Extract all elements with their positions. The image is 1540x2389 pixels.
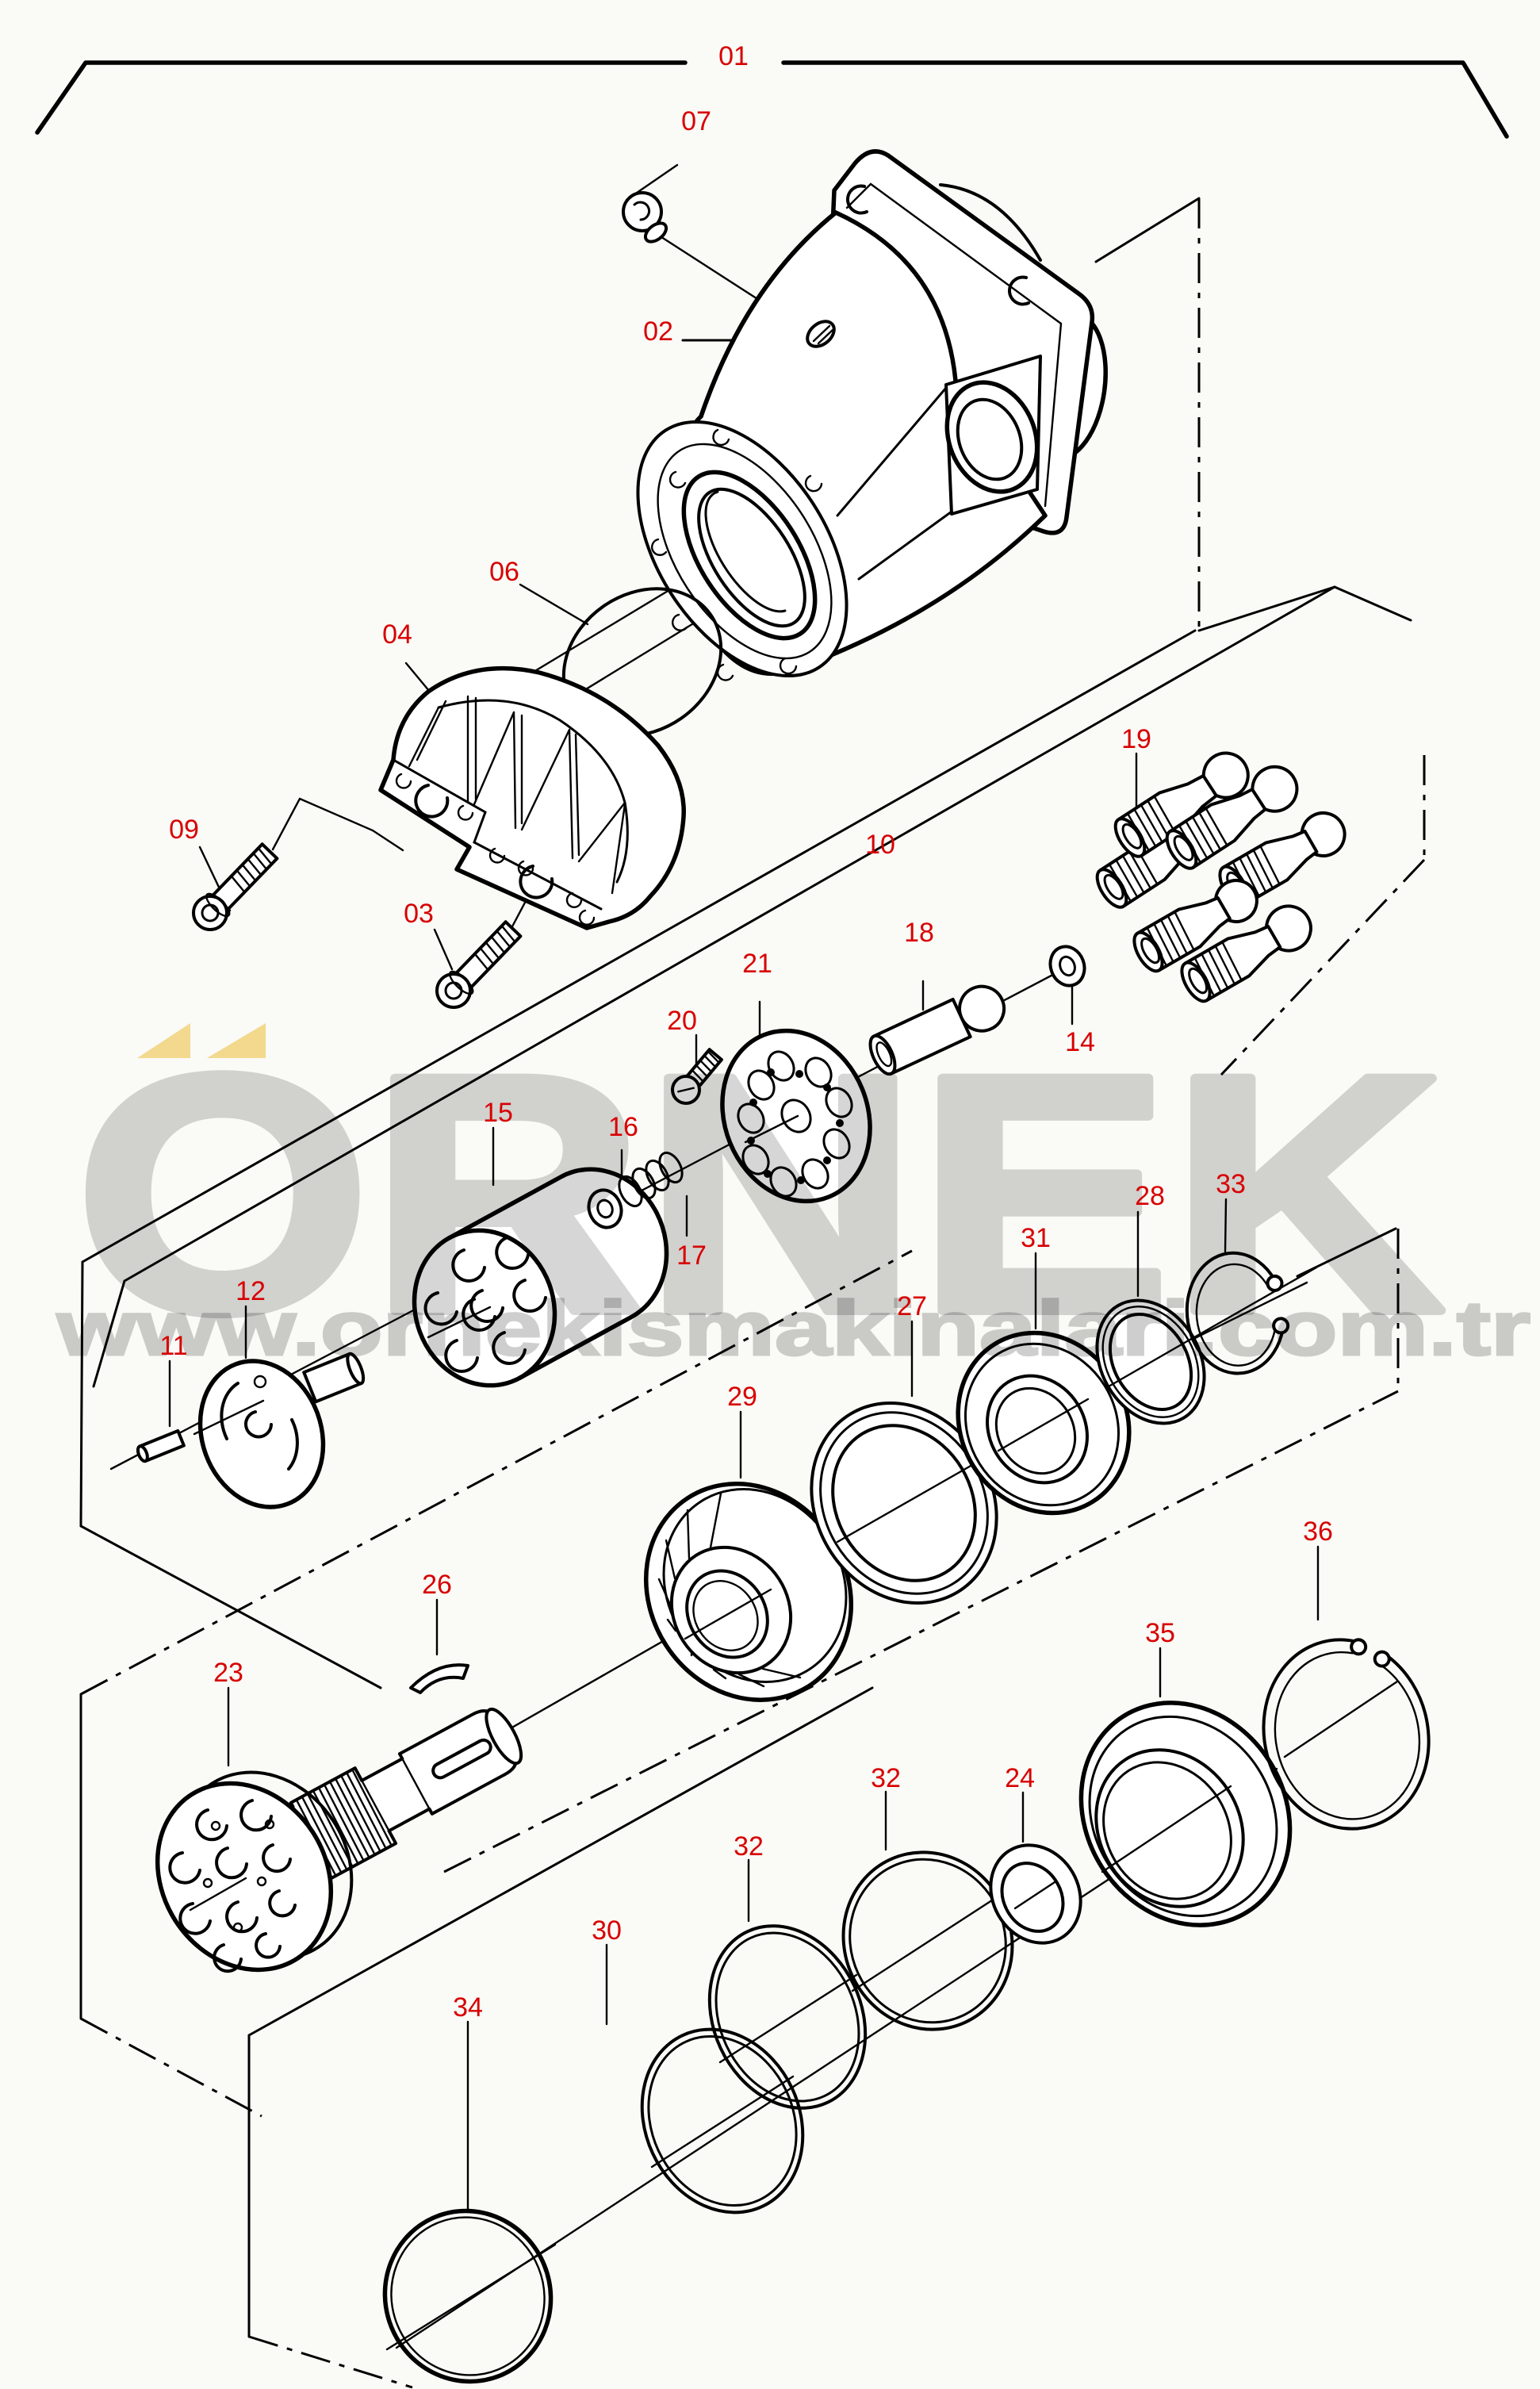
svg-text:34: 34 — [453, 1992, 483, 2023]
svg-text:32: 32 — [871, 1763, 901, 1793]
svg-text:26: 26 — [422, 1570, 452, 1600]
svg-text:32: 32 — [734, 1831, 764, 1862]
svg-text:03: 03 — [404, 899, 434, 929]
svg-text:18: 18 — [904, 918, 934, 948]
svg-text:24: 24 — [1005, 1763, 1035, 1793]
svg-text:www.ornekismakinalari.com.tr: www.ornekismakinalari.com.tr — [56, 1285, 1530, 1371]
svg-text:21: 21 — [742, 949, 772, 979]
svg-text:17: 17 — [676, 1241, 707, 1271]
svg-text:16: 16 — [608, 1112, 638, 1142]
svg-text:15: 15 — [483, 1098, 513, 1128]
svg-text:33: 33 — [1216, 1169, 1246, 1199]
svg-text:35: 35 — [1145, 1618, 1175, 1648]
svg-text:01: 01 — [718, 41, 749, 71]
svg-text:31: 31 — [1021, 1223, 1051, 1253]
svg-text:06: 06 — [489, 557, 519, 587]
svg-text:04: 04 — [382, 619, 412, 650]
svg-text:10: 10 — [865, 830, 895, 860]
svg-text:30: 30 — [592, 1915, 622, 1946]
svg-text:29: 29 — [727, 1382, 757, 1412]
svg-text:23: 23 — [213, 1658, 243, 1688]
svg-text:11: 11 — [159, 1331, 187, 1361]
svg-text:09: 09 — [169, 815, 199, 845]
svg-text:12: 12 — [236, 1276, 266, 1306]
svg-text:07: 07 — [681, 106, 711, 136]
svg-text:20: 20 — [667, 1006, 697, 1036]
svg-text:28: 28 — [1135, 1181, 1165, 1211]
svg-text:02: 02 — [643, 316, 673, 347]
svg-text:36: 36 — [1303, 1517, 1333, 1547]
svg-text:19: 19 — [1121, 724, 1151, 754]
svg-text:14: 14 — [1065, 1027, 1095, 1057]
svg-text:27: 27 — [897, 1291, 927, 1321]
svg-text:ORNEK: ORNEK — [75, 1006, 1444, 1382]
